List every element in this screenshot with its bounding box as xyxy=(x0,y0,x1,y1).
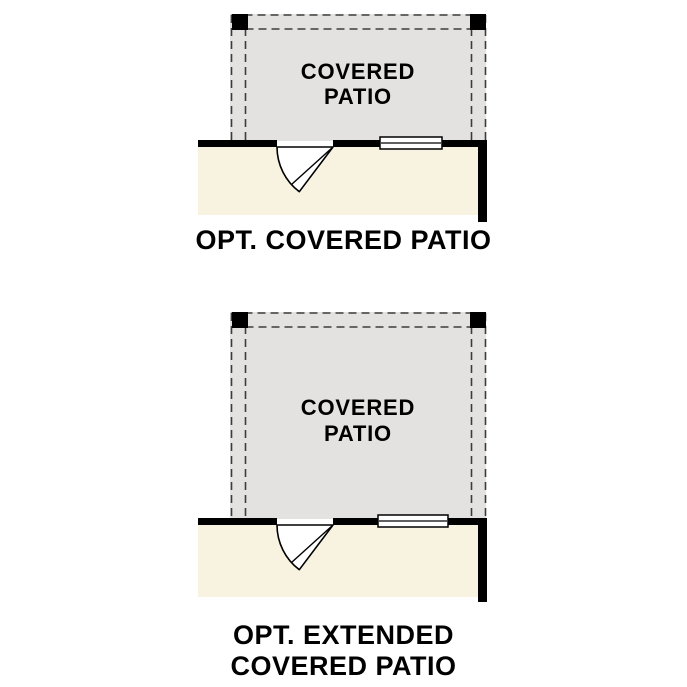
post-left xyxy=(232,14,248,30)
patio-label-line1: COVERED xyxy=(301,395,415,420)
roof-outline-dashed-outer xyxy=(230,312,487,518)
door xyxy=(276,524,334,571)
patio-label-line2: PATIO xyxy=(324,84,392,109)
diagram-extended-covered-patio: COVERED PATIO xyxy=(198,312,487,602)
door-panel-line xyxy=(291,524,334,564)
caption-covered-patio: OPT. COVERED PATIO xyxy=(0,225,687,256)
patio-surface xyxy=(230,14,486,141)
wall-right-vertical xyxy=(478,518,487,602)
roof-outline-dashed-inner xyxy=(244,15,473,140)
door-swing-arc xyxy=(276,146,334,193)
caption-line: COVERED PATIO xyxy=(230,651,457,681)
wall-right-vertical xyxy=(478,140,487,222)
caption-line: OPT. COVERED PATIO xyxy=(195,225,492,255)
house-floor xyxy=(198,525,478,597)
post-right xyxy=(470,14,486,30)
post-left xyxy=(232,312,248,328)
door-swing-arc xyxy=(276,524,334,571)
wall-left-segment xyxy=(198,518,277,525)
patio-surface xyxy=(230,312,486,519)
window xyxy=(377,514,449,528)
door xyxy=(276,146,334,193)
window xyxy=(379,136,443,150)
diagram-covered-patio: COVERED PATIO xyxy=(198,14,487,222)
house-floor xyxy=(198,147,478,215)
wall-left-segment xyxy=(198,140,277,147)
patio-label-line2: PATIO xyxy=(324,421,392,446)
patio-label-line1: COVERED xyxy=(301,59,415,84)
roof-outline-dashed-inner xyxy=(244,313,473,518)
roof-outline-dashed-outer xyxy=(230,14,487,140)
caption-extended-covered-patio: OPT. EXTENDED COVERED PATIO xyxy=(0,620,687,682)
door-panel-line xyxy=(291,146,334,186)
caption-line: OPT. EXTENDED xyxy=(232,620,455,650)
post-right xyxy=(470,312,486,328)
